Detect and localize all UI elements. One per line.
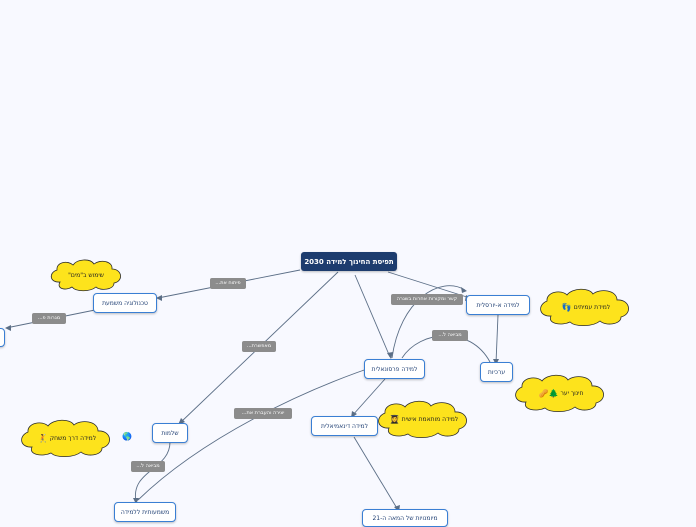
arrowhead-meaningful bbox=[133, 498, 139, 504]
cloud-peer-learning-label: למידת עמיתים bbox=[573, 303, 611, 311]
arrowhead-technology bbox=[156, 295, 162, 301]
node-difference[interactable]: שלמות bbox=[152, 423, 188, 443]
node-israeli-learning[interactable]: למידה א-יורסלית bbox=[466, 295, 530, 315]
tag-via[interactable]: פיתוח את... bbox=[210, 278, 246, 289]
tree-icon: 🌲🥜 bbox=[538, 388, 559, 398]
node-technology[interactable]: טכנולוגיה משמעת bbox=[93, 293, 157, 313]
cloud-shape bbox=[540, 288, 629, 327]
arrowhead-left bbox=[5, 325, 11, 331]
arrowhead-sources bbox=[461, 287, 467, 293]
connector-root-israeli bbox=[387, 271, 471, 299]
cloud-shape bbox=[50, 259, 121, 292]
connector-personal-dynamic bbox=[351, 378, 386, 417]
root-topic[interactable]: תפיסת החינוך למידה 2030 bbox=[301, 252, 397, 271]
tag-creation[interactable]: יצירה והעברת את... bbox=[234, 408, 292, 419]
connector-israeli-values bbox=[495, 314, 499, 364]
cloud-play-learning[interactable]: למידה דרך משחק 🤾 🌎 bbox=[16, 417, 132, 459]
node-dynamic-learning[interactable]: למידה דינאמיאלית bbox=[311, 416, 378, 436]
student-icon: 👩‍🎓 bbox=[389, 414, 400, 424]
cloud-shape bbox=[21, 419, 110, 458]
cloud-personalized-learning-label: למידה מותאמת אישית bbox=[401, 415, 459, 423]
cloud-forest-education[interactable]: חינוך יער 🌲🥜 bbox=[510, 372, 610, 414]
footprints-icon: 👣 bbox=[561, 302, 572, 312]
tag-from[interactable]: מגרות פ... bbox=[32, 313, 66, 324]
cloud-shape bbox=[515, 374, 604, 413]
node-values[interactable]: ערכיות bbox=[480, 362, 513, 382]
cloud-personalized-learning[interactable]: למידה מותאמת אישית 👩‍🎓 bbox=[373, 398, 473, 440]
tag-sources[interactable]: קשר ומקורות אחרות בשגרה bbox=[391, 294, 463, 305]
tag-leads-to[interactable]: מביאה ל... bbox=[131, 461, 165, 472]
cloud-tech-use[interactable]: שימוש ב"מים" bbox=[46, 257, 126, 293]
node-personal-learning[interactable]: למידה פרסונאלית bbox=[364, 359, 425, 379]
globe-icon: 🌎 bbox=[122, 432, 132, 441]
connector-root-personal bbox=[354, 274, 391, 358]
connector-difference-meaningful bbox=[134, 441, 171, 503]
tag-includes[interactable]: מאפשרת... bbox=[242, 341, 276, 352]
node-21st-century-skills[interactable]: מיומנויות של המאה ה-21 bbox=[362, 509, 448, 527]
arrowhead-personal bbox=[387, 352, 393, 359]
cloud-peer-learning[interactable]: למידת עמיתים 👣 bbox=[535, 286, 635, 328]
node-meaningful-learning[interactable]: משמעותית ללמידה bbox=[114, 502, 176, 522]
connector-dynamic-skills bbox=[353, 436, 399, 511]
cloud-shape bbox=[378, 400, 467, 439]
cloud-play-learning-label: למידה דרך משחק bbox=[49, 434, 97, 442]
cloud-forest-education-label: חינוך יער bbox=[560, 389, 584, 397]
node-left-edge[interactable] bbox=[0, 328, 5, 347]
player-icon: 🤾 bbox=[37, 433, 48, 443]
cloud-tech-use-label: שימוש ב"מים" bbox=[68, 271, 104, 279]
connector-personal-meaningful bbox=[137, 361, 389, 501]
tag-leads-to-2[interactable]: מביאה ל... bbox=[432, 330, 468, 341]
